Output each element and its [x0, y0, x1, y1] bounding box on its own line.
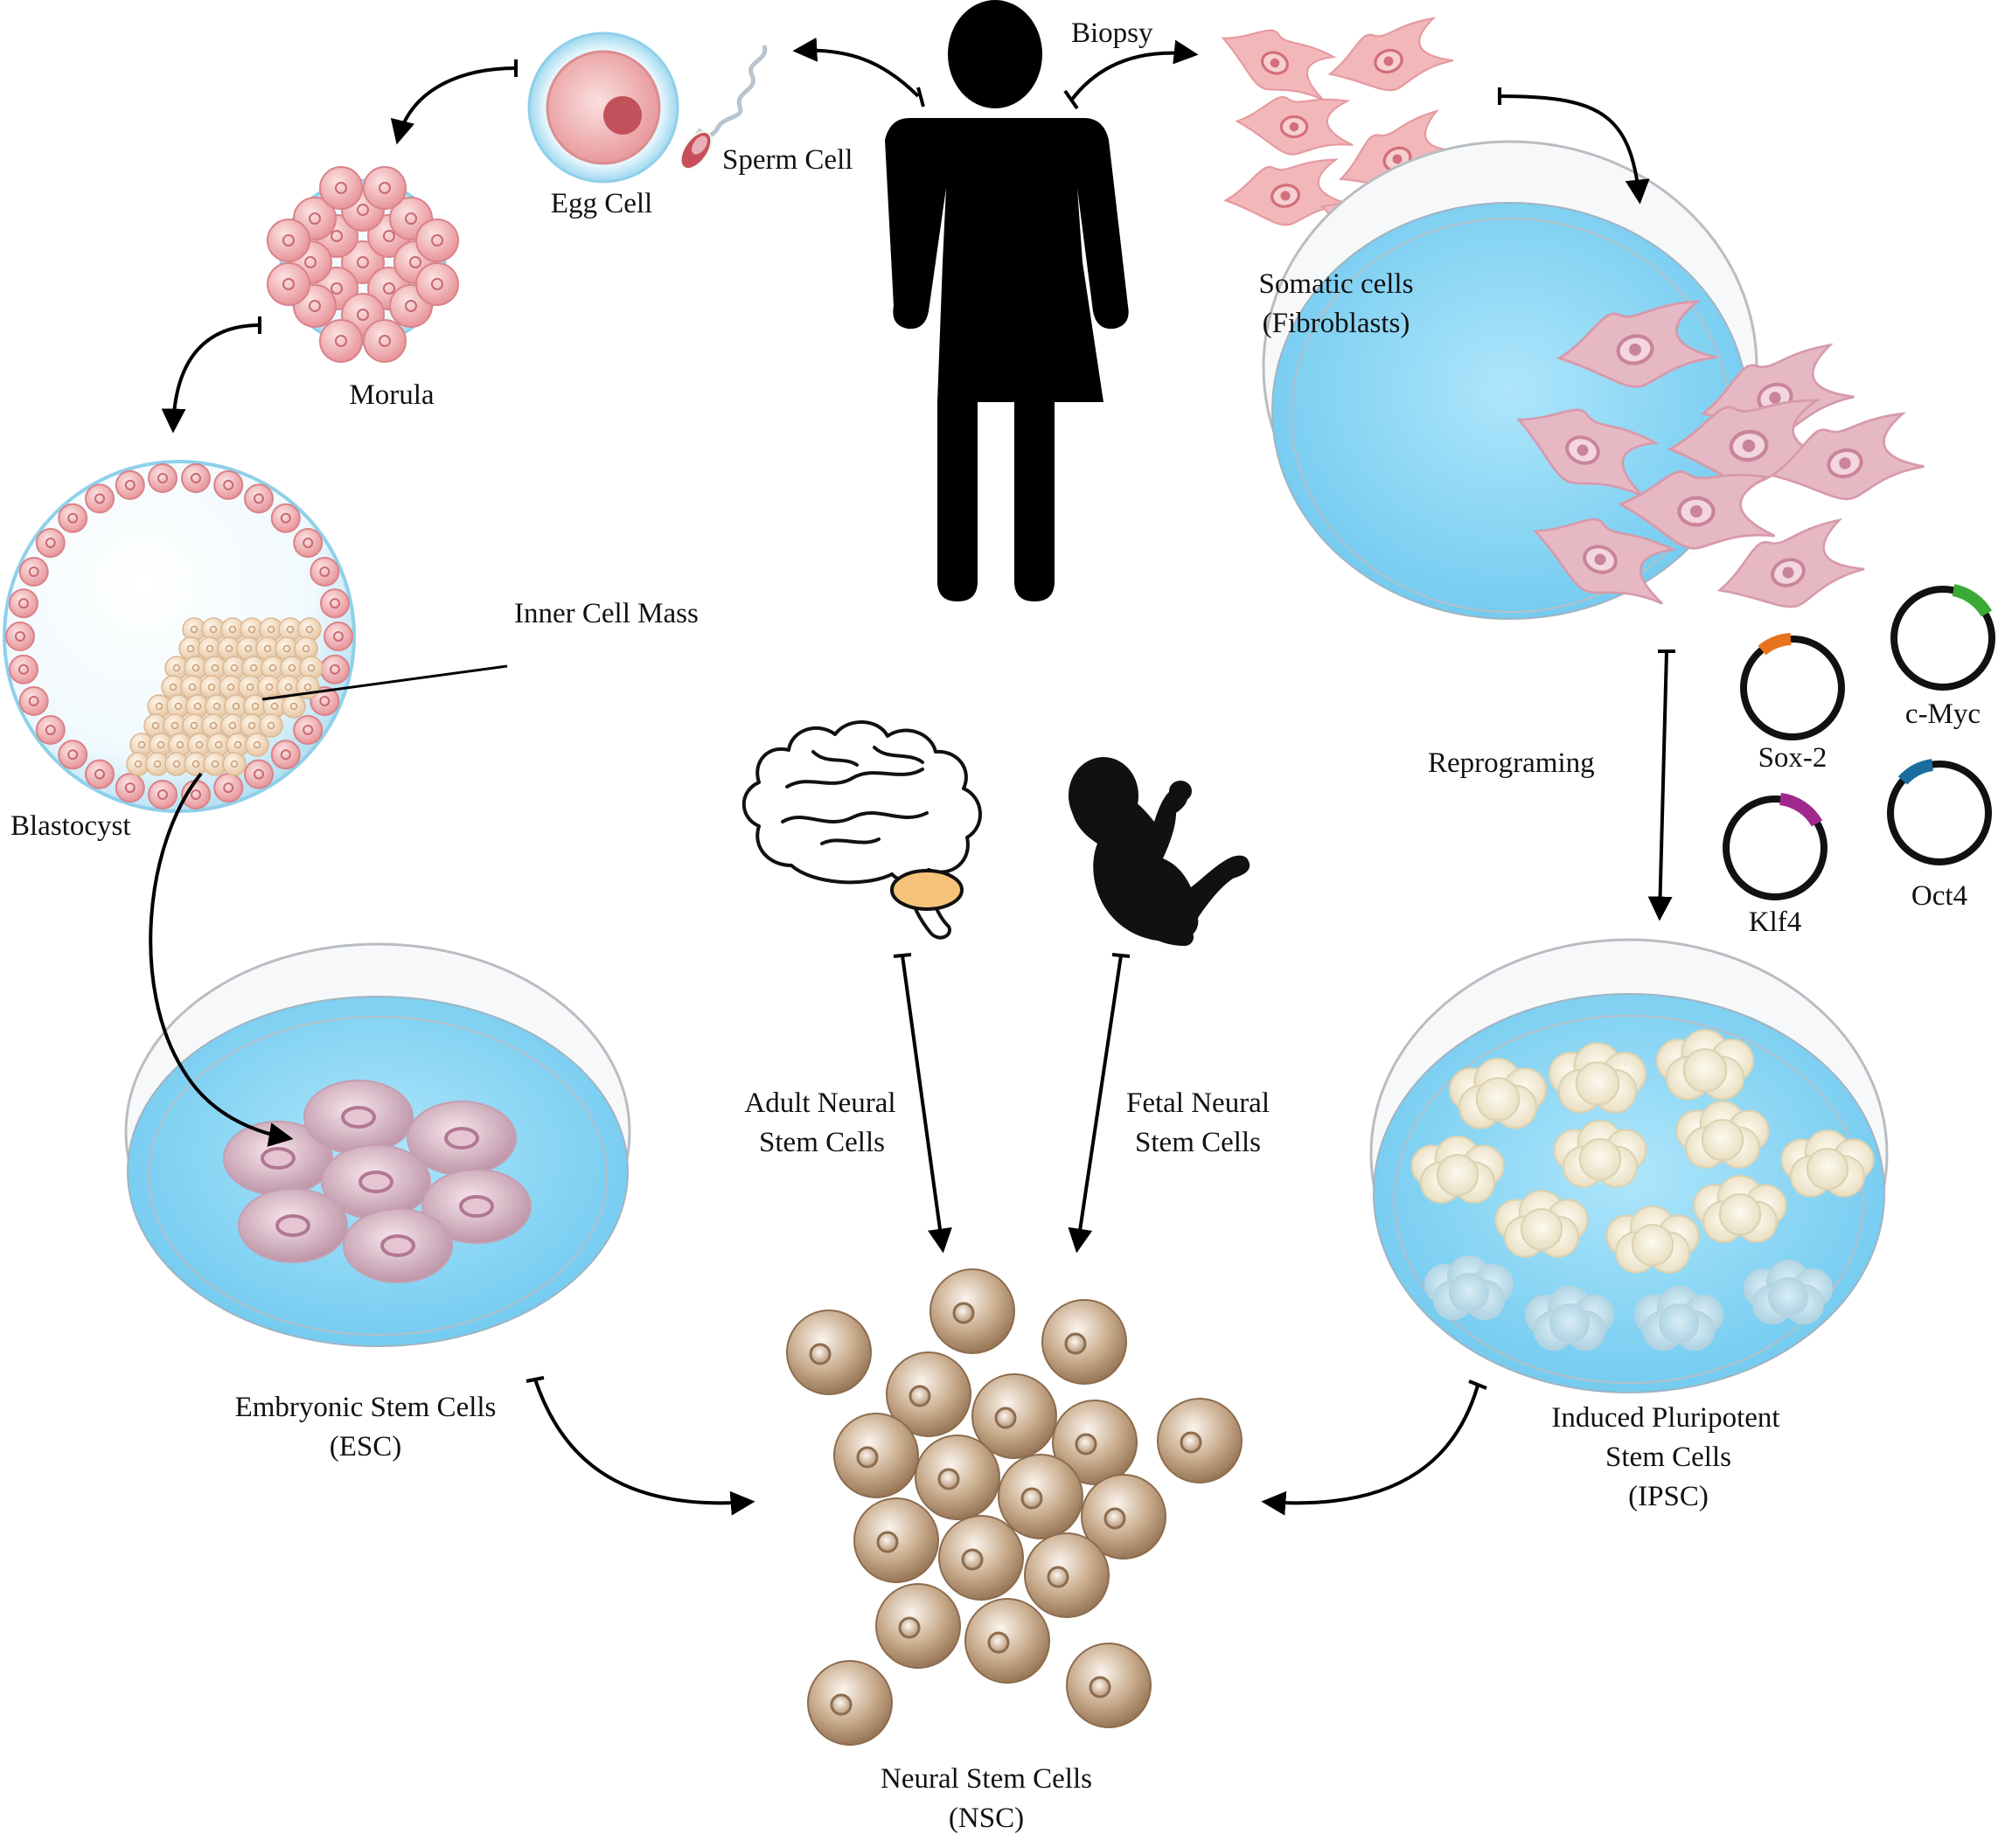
- sperm-cell-icon: [679, 45, 768, 170]
- label-inner-cell-mass: Inner Cell Mass: [514, 598, 699, 629]
- arrow-icm-to-esc: [149, 772, 294, 1147]
- arrow-morula-to-blastocyst: [161, 323, 261, 434]
- label-klf4: Klf4: [1749, 907, 1802, 938]
- arrow-person-to-sperm: [792, 37, 920, 98]
- label-somatic-cells: Somatic cells: [1259, 268, 1414, 300]
- label-blastocyst: Blastocyst: [10, 810, 131, 842]
- neural-stem-cell-cluster: [786, 1268, 1243, 1746]
- morula-icon: [267, 166, 459, 363]
- plasmid-klf4-icon: [1726, 793, 1824, 897]
- egg-cell-icon: [527, 31, 679, 184]
- ipsc-dish: [1369, 938, 1889, 1393]
- arrow-adult-to-nsc: [901, 955, 952, 1254]
- arrow-esc-to-nsc: [533, 1379, 755, 1516]
- labels: Biopsy Sperm Cell Egg Cell Morula Blasto…: [10, 17, 1981, 1834]
- person-silhouette-icon: [885, 0, 1129, 601]
- arrow-ipsc-to-nsc: [1261, 1385, 1479, 1516]
- label-reprograming: Reprograming: [1428, 747, 1595, 779]
- arrow-fetal-to-nsc: [1068, 955, 1123, 1254]
- arrow-tails: [258, 59, 1675, 1390]
- label-neural-stem-cells: Neural Stem Cells: [881, 1763, 1092, 1795]
- label-ipsc: (IPSC): [1628, 1481, 1709, 1512]
- arrow-reprograming: [1647, 650, 1673, 921]
- label-adult-neural: Adult Neural: [744, 1087, 895, 1119]
- label-biopsy: Biopsy: [1071, 17, 1153, 49]
- label-esc: (ESC): [330, 1431, 402, 1462]
- label-embryonic-stem-cells: Embryonic Stem Cells: [235, 1392, 497, 1423]
- label-adult-stem-cells: Stem Cells: [759, 1127, 885, 1158]
- brain-icon: [741, 720, 982, 940]
- label-morula: Morula: [349, 379, 435, 411]
- plasmid-sox2-icon: [1744, 633, 1841, 737]
- label-sperm-cell: Sperm Cell: [722, 144, 853, 176]
- fibroblast-culture-dish: [1262, 140, 1927, 631]
- label-fetal-stem-cells: Stem Cells: [1135, 1127, 1261, 1158]
- inner-cell-mass-pointer: [261, 664, 508, 701]
- arrows: [149, 37, 1673, 1516]
- label-fibroblasts: (Fibroblasts): [1263, 308, 1410, 339]
- label-fetal-neural: Fetal Neural: [1126, 1087, 1270, 1119]
- arrow-biopsy: [1069, 39, 1199, 102]
- arrow-egg-to-morula: [390, 66, 517, 145]
- label-egg-cell: Egg Cell: [551, 188, 652, 219]
- plasmid-cmyc-icon: [1894, 584, 1992, 687]
- label-oct4: Oct4: [1911, 880, 1967, 912]
- blastocyst-icon: [3, 460, 356, 813]
- fetus-icon: [1069, 757, 1250, 946]
- plasmid-oct4-icon: [1890, 759, 1988, 862]
- label-nsc: (NSC): [949, 1803, 1024, 1834]
- label-ipsc-stem-cells: Stem Cells: [1605, 1442, 1731, 1473]
- arrow-fibroblast-to-dish: [1499, 94, 1650, 205]
- label-sox2: Sox-2: [1758, 742, 1827, 774]
- label-induced-pluripotent: Induced Pluripotent: [1551, 1402, 1779, 1434]
- embryonic-stem-cell-dish: [124, 942, 631, 1347]
- label-cmyc: c-Myc: [1905, 698, 1981, 730]
